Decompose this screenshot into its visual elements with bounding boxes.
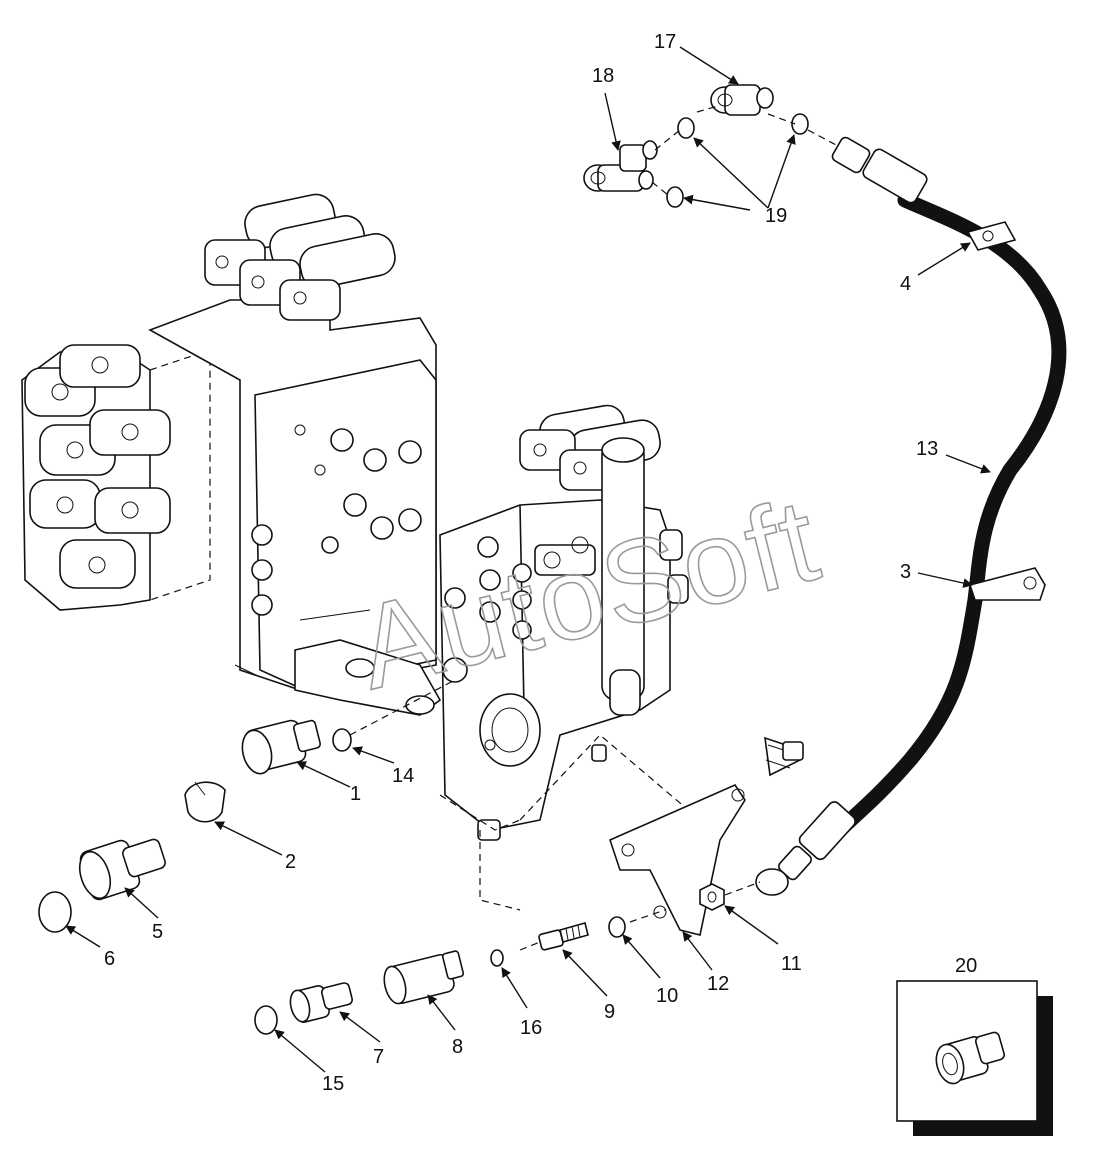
nipple-9: [538, 922, 589, 951]
callout-20: 20: [955, 955, 977, 977]
valve-block-right: [439, 404, 701, 911]
callout-labels: 1 2 3 4 5 6 7 8 9 10 11 12 13 14 15 16 1…: [104, 31, 977, 1095]
callout-11: 11: [781, 953, 802, 975]
coupler-7: [289, 982, 353, 1023]
o-ring-10: [608, 916, 626, 938]
elbow-fitting-17: [710, 84, 774, 116]
o-ring-6: [38, 891, 72, 933]
inset-panel-20: [896, 980, 1053, 1136]
callout-10: 10: [656, 985, 678, 1007]
leader-lines: [65, 46, 991, 1073]
o-ring-15: [254, 1005, 278, 1035]
solenoid-top-left: [204, 193, 396, 321]
adapter-20: [935, 1031, 1006, 1085]
solenoid-stack-left: [21, 344, 211, 611]
hose-clip-lower: [968, 567, 1046, 601]
callout-4: 4: [900, 273, 911, 295]
valve-block-left: [21, 193, 442, 716]
callout-6: 6: [104, 948, 115, 970]
callout-5: 5: [152, 921, 163, 943]
callout-2: 2: [285, 851, 296, 873]
coupler-5: [78, 838, 166, 901]
callout-7: 7: [373, 1046, 384, 1068]
o-ring-16: [490, 949, 504, 967]
callout-18: 18: [592, 65, 614, 87]
adapter-8: [383, 950, 465, 1005]
callout-16: 16: [520, 1017, 542, 1039]
tee-fitting-18: [583, 140, 658, 192]
callout-9: 9: [604, 1001, 615, 1023]
callout-19: 19: [765, 205, 787, 227]
hose-clip-upper: [966, 221, 1017, 251]
callout-14: 14: [392, 765, 414, 787]
callout-13: 13: [916, 438, 938, 460]
callout-15: 15: [322, 1073, 344, 1095]
nut-11: [699, 883, 725, 911]
fitting-1: [241, 719, 322, 775]
o-rings-19: [666, 113, 809, 208]
callout-17: 17: [654, 31, 676, 53]
bracket-bolt: [764, 736, 804, 777]
cap-2: [184, 781, 226, 823]
o-ring-14: [332, 728, 352, 752]
mounting-bracket: [609, 783, 746, 936]
callout-8: 8: [452, 1036, 463, 1058]
callout-1: 1: [350, 783, 361, 805]
callout-12: 12: [707, 973, 729, 995]
callout-3: 3: [900, 561, 911, 583]
hose-assembly: [755, 136, 1067, 896]
